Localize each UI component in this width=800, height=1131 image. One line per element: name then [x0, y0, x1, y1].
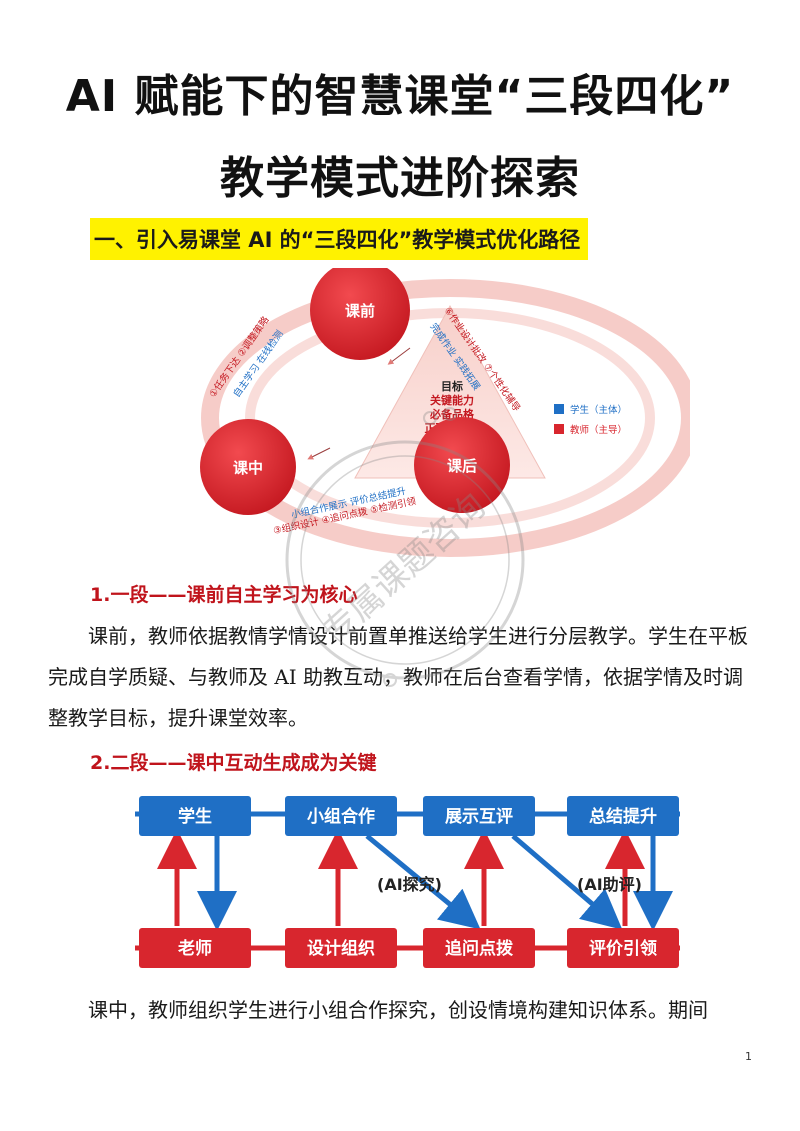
arrow-diag-show-eval [511, 834, 623, 930]
box-question [423, 928, 535, 968]
legend-student-swatch [554, 404, 564, 414]
page-number: 1 [745, 1050, 752, 1063]
document-title-line2: 教学模式进阶探索 [220, 153, 580, 204]
box-question-label: 追问点拨 [445, 938, 514, 959]
box-teacher [139, 928, 251, 968]
box-design [285, 928, 397, 968]
section-heading: 一、引入易课堂 AI 的“三段四化”教学模式优化路径 [90, 218, 589, 260]
stage1-heading: 1.一段——课前自主学习为核心 [90, 584, 358, 606]
flow-diagram: (AI探究) (AI助评) 学生 小组合作 展示互评 总结提升 老师 设计组织 … [135, 796, 680, 968]
node-after [414, 417, 510, 513]
box-evaluate [567, 928, 679, 968]
box-student [139, 796, 251, 836]
box-group-coop [285, 796, 397, 836]
cycle-diagram: 目标 关键能力 必备品格 正确价值观 课前 课中 课后 ①任务下达 ②调整策略 … [200, 268, 690, 557]
box-summary-label: 总结提升 [589, 806, 657, 827]
center-text-1: 关键能力 [430, 393, 474, 407]
box-summary [567, 796, 679, 836]
arrow-diag-group-question [365, 834, 481, 930]
center-text-0: 目标 [441, 379, 463, 393]
node-during-label: 课中 [233, 459, 263, 477]
node-after-label: 课后 [447, 457, 477, 475]
label-ai-evaluate: (AI助评) [577, 875, 642, 894]
watermark-seal: 专属课题咨询 [285, 407, 525, 687]
node-before-label: 课前 [345, 302, 375, 320]
legend-teacher-swatch [554, 424, 564, 434]
legend-student-label: 学生（主体） [570, 404, 627, 416]
cycle-outer-ring [201, 279, 690, 557]
node-before [310, 268, 410, 360]
box-show-review [423, 796, 535, 836]
box-show-review-label: 展示互评 [445, 807, 513, 827]
box-teacher-label: 老师 [177, 938, 212, 959]
box-group-coop-label: 小组合作 [307, 806, 375, 827]
box-student-label: 学生 [178, 806, 212, 827]
legend-teacher-label: 教师（主导） [570, 424, 627, 436]
label-ai-explore: (AI探究) [377, 875, 442, 894]
node-during [200, 419, 296, 515]
stage1-paragraph: 课前，教师依据教情学情设计前置单推送给学生进行分层教学。学生在平板完成自学质疑、… [48, 624, 748, 730]
stage2-paragraph: 课中，教师组织学生进行小组合作探究，创设情境构建知识体系。期间 [88, 998, 708, 1022]
stage2-heading: 2.二段——课中互动生成成为关键 [90, 752, 377, 774]
box-design-label: 设计组织 [307, 938, 375, 959]
document-title-line1: AI 赋能下的智慧课堂“三段四化” [65, 71, 735, 122]
watermark-text: 专属课题咨询 [315, 486, 493, 652]
box-evaluate-label: 评价引领 [589, 938, 657, 959]
